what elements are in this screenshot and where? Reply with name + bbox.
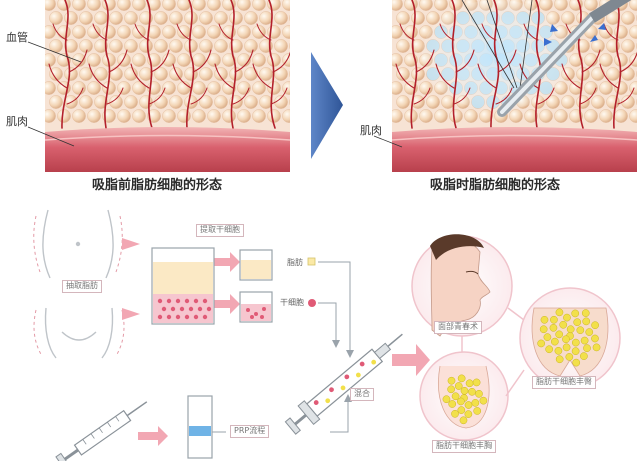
label-breast-augmentation: 脂肪干细胞丰胸 — [432, 440, 496, 453]
muscle-pointer-line-left — [27, 126, 75, 147]
blood-vessels-before — [48, 0, 290, 129]
label-muscle-right: 肌肉 — [360, 124, 382, 137]
caption-during: 吸脂时脂肪细胞的形态 — [430, 178, 561, 193]
hip-outline-icon — [44, 307, 114, 359]
flow-arrows — [122, 238, 430, 446]
muscle-layer-before — [45, 127, 290, 172]
label-stem-cell: 干细胞 — [280, 298, 304, 307]
stem-cell-tube-icon — [239, 291, 273, 323]
blood-vessels-during — [395, 0, 637, 129]
label-vessel: 血管 — [6, 31, 28, 44]
fat-before-panel — [45, 0, 290, 172]
prp-test-tube-icon — [187, 395, 213, 459]
label-fat: 脂肪 — [287, 258, 303, 267]
caption-before: 吸脂前脂肪细胞的形态 — [92, 178, 223, 193]
label-hip-augmentation: 脂肪干细胞丰臀 — [532, 376, 596, 389]
label-mix: 混合 — [350, 388, 374, 401]
abdomen-outline-icon — [42, 209, 114, 279]
face-rejuvenation-circle — [411, 234, 513, 337]
muscle-layer-during — [392, 127, 637, 172]
label-extract-stem-cells: 提取干细胞 — [196, 224, 244, 237]
muscle-pointer-line-right — [373, 135, 403, 148]
centrifuge-beaker-icon — [151, 247, 215, 325]
breast-augmentation-circle — [419, 351, 509, 441]
blood-draw-syringe-icon — [55, 401, 148, 461]
suction-arrows — [544, 23, 606, 46]
hip-augmentation-circle — [519, 287, 621, 389]
vessel-pointer-line — [27, 41, 82, 63]
label-prp-process: PRP流程 — [230, 425, 270, 438]
transition-arrow — [311, 52, 343, 159]
fat-tissue-before-illustration — [45, 0, 290, 172]
fat-tissue-during-illustration — [392, 0, 637, 172]
ultrasound-beam-lines — [461, 0, 533, 89]
cannula-icon — [497, 0, 632, 117]
fat-during-panel — [392, 0, 637, 172]
mixing-syringe-icon — [284, 333, 403, 435]
label-muscle-left: 肌肉 — [6, 115, 28, 128]
fat-layer-tube-icon — [239, 249, 273, 281]
label-extract-fat: 抽取脂肪 — [62, 280, 102, 293]
label-face-rejuvenation: 面部青春术 — [434, 321, 482, 334]
stem-cell-process-diagram — [33, 209, 621, 461]
